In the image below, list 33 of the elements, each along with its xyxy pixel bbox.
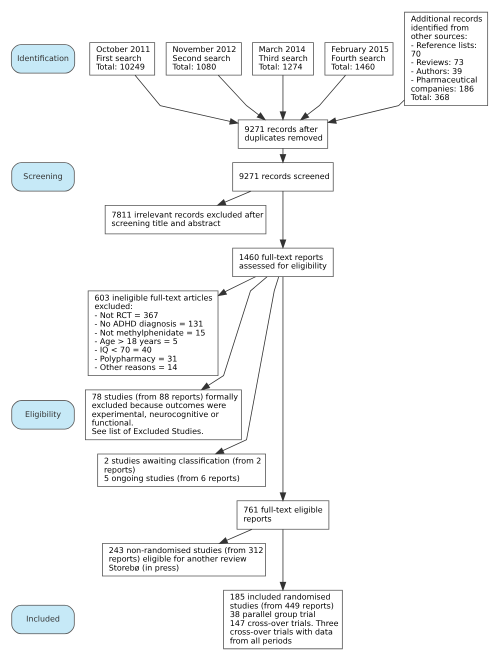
arrow (214, 276, 280, 454)
node-box: 7811 irrelevant records excluded after screening title and abstract (104, 204, 266, 234)
arrow (134, 74, 240, 124)
arrow (218, 528, 252, 544)
arrow (217, 276, 256, 296)
node-box: 9271 records after duplicates removed (238, 118, 328, 148)
arrow (218, 74, 266, 120)
node-box: March 2014 Third search Total: 1274 (252, 42, 314, 76)
node-box: Screening (11, 162, 75, 192)
arrow (300, 74, 346, 120)
node-box: 9271 records screened (232, 162, 334, 192)
arrow (280, 528, 286, 591)
node-box: 78 studies (from 88 reports) formally excluded because outcomes were experimental, neurocognitive or functional. See list of Excluded Studies. (85, 389, 242, 440)
arrow (216, 190, 252, 206)
arrow (280, 190, 286, 249)
node-box: February 2015 Fourth search Total: 1460 (324, 42, 394, 76)
node-box: Eligibility (11, 400, 75, 429)
node-box: 1460 full-text reports assessed for eligibility (232, 247, 334, 277)
node-box: 603 ineligible full-text articles excluded: - Not RCT = 367 - No ADHD diagnosis = 131 - Not methylphenidate = 15 - Age > 18 years = 5 - IQ < 70 = 40 - Polypharmacy = 31 - Other reasons = 14 (88, 290, 218, 376)
node-box: November 2012 Second search Total: 1080 (166, 42, 242, 76)
arrow (200, 276, 268, 390)
node-box: Additional records identified from other sources: - Reference lists: 70 - Reviews: 73 - Authors: 39 - Pharmaceutical companies: 186 Total: 368 (404, 11, 488, 106)
arrow (280, 148, 286, 164)
node-box: Included (11, 604, 75, 634)
node-box: Identification (10, 44, 76, 74)
node-box: 243 non-randomised studies (from 312 reports) eligible for another review Storebø (in press) (102, 542, 266, 576)
node-box: 2 studies awaiting classification (from 2 reports) 5 ongoing studies (from 6 reports) (97, 453, 266, 486)
node-box: October 2011 First search Total: 10249 (89, 42, 156, 76)
node-box: 185 included randomised studies (from 449 reports) 38 parallel group trial 147 cross-over trials. Three cross-over trials with data from all periods (223, 589, 343, 649)
node-box: 761 full-text eligible reports (236, 500, 330, 530)
arrow (326, 99, 405, 124)
arrow (280, 276, 286, 502)
arrow (280, 74, 286, 120)
